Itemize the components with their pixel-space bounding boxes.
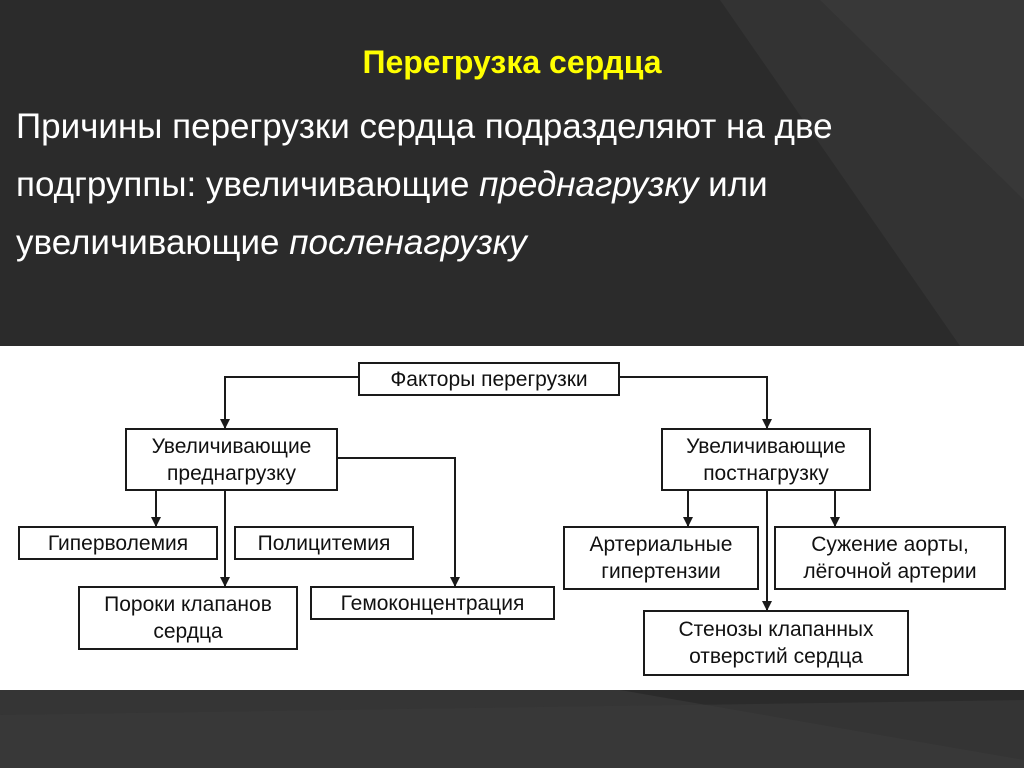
valve-defects-box: Пороки клапанов сердца [78, 586, 298, 650]
connector-preload-hemoconcentration [338, 457, 460, 587]
hemoconcentration-box: Гемоконцентрация [310, 586, 555, 620]
arterial-hypertension-box: Артериальные гипертензии [563, 526, 759, 590]
body-text-preload-italic: преднагрузку [479, 165, 699, 204]
body-text-part1: Причины перегрузки сердца подразделяют н… [16, 107, 833, 204]
valve-stenosis-box: Стенозы клапанных отверстий сердца [643, 610, 909, 676]
body-text-part2: или увеличивающие [16, 165, 768, 262]
hypervolemia-box: Гиперволемия [18, 526, 218, 560]
afterload-box: Увеличивающие постнагрузку [661, 428, 871, 491]
connector-root-afterload [620, 376, 772, 429]
diagram-panel: Факторы перегрузки Увеличивающие преднаг… [0, 346, 1024, 690]
slide-body-text: Причины перегрузки сердца подразделяют н… [16, 98, 1016, 272]
polycythemia-box: Полицитемия [234, 526, 414, 560]
root-factors-box: Факторы перегрузки [358, 362, 620, 396]
connector-root-preload [220, 376, 358, 429]
aortic-narrowing-box: Сужение аорты, лёгочной артерии [774, 526, 1006, 590]
slide-title: Перегрузка сердца [362, 44, 662, 80]
diagram-connectors [151, 376, 840, 611]
preload-box: Увеличивающие преднагрузку [125, 428, 338, 491]
body-text-afterload-italic: посленагрузку [289, 223, 527, 262]
